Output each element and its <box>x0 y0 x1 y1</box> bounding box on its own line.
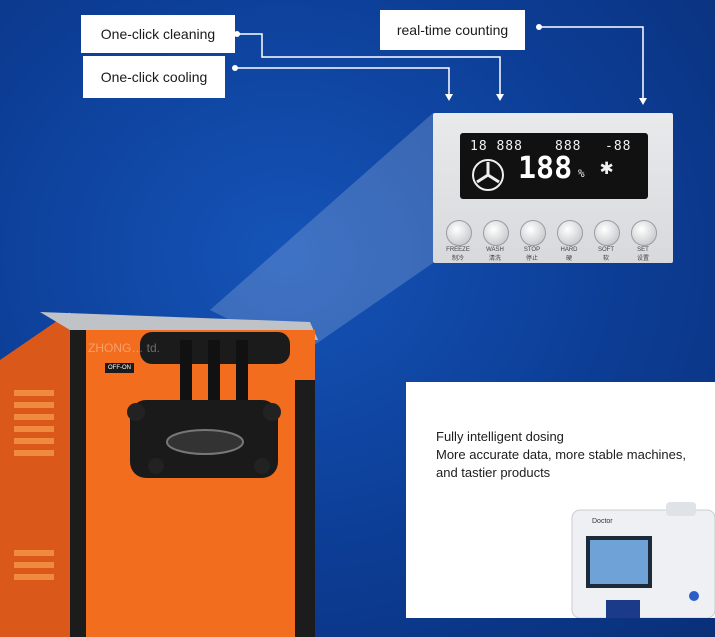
soft-label-zh: 软 <box>602 256 609 262</box>
lcd-main-value: 188 <box>518 151 573 186</box>
callout-counting: real-time counting <box>380 10 525 50</box>
wash-label: WASH 清洗 <box>475 247 515 262</box>
hard-label-zh: 硬 <box>565 256 572 262</box>
dosing-text: Fully intelligent dosing More accurate d… <box>436 428 686 482</box>
dosing-headline: Fully intelligent dosing <box>436 429 564 444</box>
hard-button[interactable] <box>557 220 583 246</box>
lcd-left-readout: 18 888 <box>470 139 523 154</box>
callout-cooling-text: One-click cooling <box>100 69 208 85</box>
wash-label-zh: 清洗 <box>488 256 501 262</box>
dosing-device <box>571 502 715 618</box>
callout-cooling: One-click cooling <box>83 56 225 98</box>
lcd-display: 18 888 888 -88 188 % ✱ <box>460 133 648 199</box>
power-switch-label: OFF-ON <box>105 363 134 373</box>
hard-label: HARD 硬 <box>549 247 589 262</box>
stop-label: STOP 停止 <box>512 247 552 262</box>
lcd-mid-readout: 888 <box>555 139 582 154</box>
stop-label-zh: 停止 <box>525 256 538 262</box>
dosing-line-2: More accurate data, more stable machines… <box>436 447 687 462</box>
control-panel: 18 888 888 -88 188 % ✱ FREEZE 制冷 WASH 清洗… <box>433 113 673 263</box>
freeze-label-en: FREEZE <box>446 247 470 253</box>
stop-label-en: STOP <box>523 247 541 253</box>
lcd-right-readout: -88 <box>605 139 632 154</box>
fan-icon <box>472 159 504 191</box>
ice-cream-machine <box>0 312 318 637</box>
freeze-label: FREEZE 制冷 <box>438 247 478 262</box>
set-label-en: SET <box>637 247 649 253</box>
callout-counting-text: real-time counting <box>396 22 509 38</box>
lcd-unit: % <box>578 167 586 180</box>
freeze-label-zh: 制冷 <box>451 256 464 262</box>
dosing-card: Fully intelligent dosing More accurate d… <box>406 382 715 618</box>
snowflake-icon: ✱ <box>600 155 615 180</box>
callout-cleaning: One-click cleaning <box>81 15 235 53</box>
dosing-line-3: and tastier products <box>436 465 551 480</box>
soft-label: SOFT 软 <box>586 247 626 262</box>
stop-button[interactable] <box>520 220 546 246</box>
wash-label-en: WASH <box>486 247 504 253</box>
set-label-zh: 设置 <box>636 256 649 262</box>
device-brand: Doctor <box>592 518 613 525</box>
soft-label-en: SOFT <box>598 247 614 253</box>
callout-cleaning-text: One-click cleaning <box>100 26 216 42</box>
set-label: SET 设置 <box>623 247 663 262</box>
soft-button[interactable] <box>594 220 620 246</box>
hard-label-en: HARD <box>560 247 578 253</box>
set-button[interactable] <box>631 220 657 246</box>
wash-button[interactable] <box>483 220 509 246</box>
freeze-button[interactable] <box>446 220 472 246</box>
watermark-text: ZHONG… td. <box>88 341 161 355</box>
